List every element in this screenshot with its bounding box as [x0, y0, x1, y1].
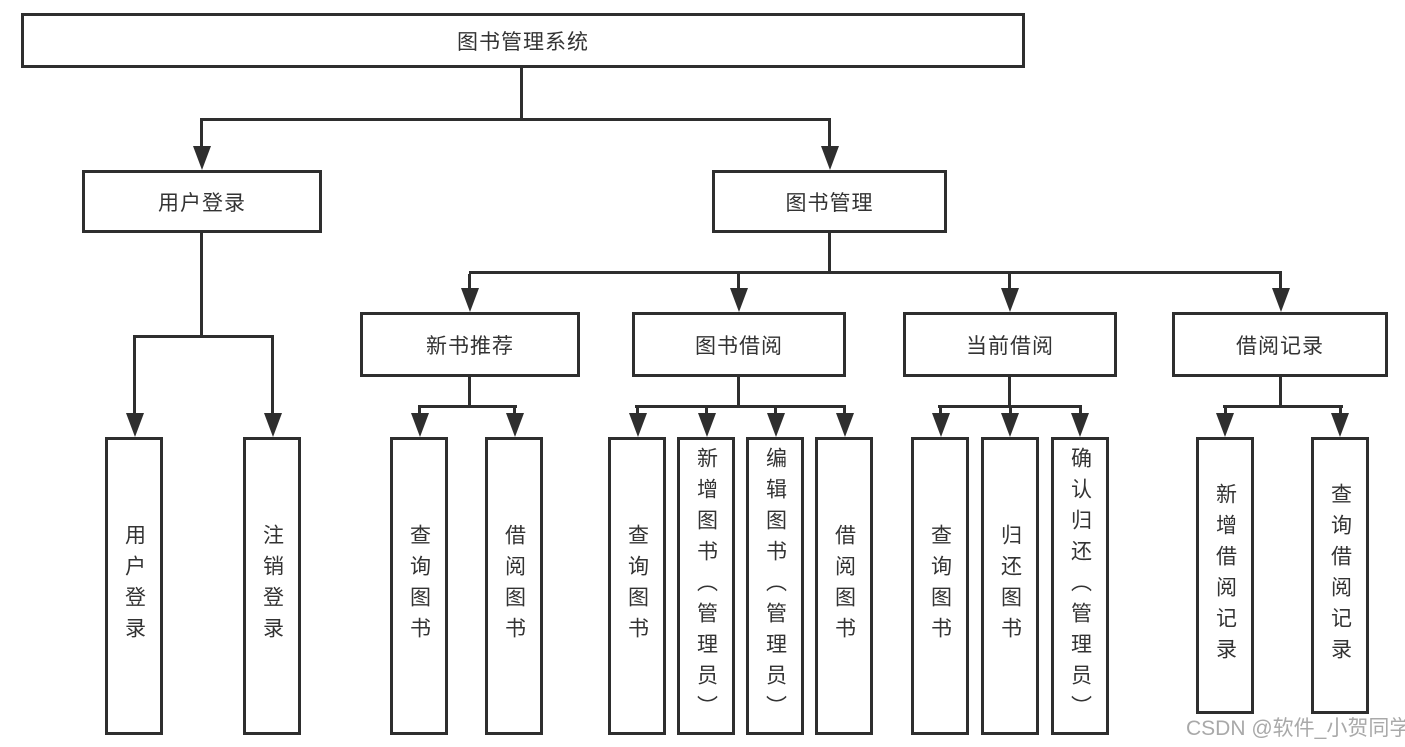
- arrowhead-newbook: [461, 288, 479, 312]
- arrowhead-leaf-c3: [767, 413, 785, 437]
- connector-newbook-hline: [418, 405, 517, 408]
- arrowhead-leaf-e2: [1331, 413, 1349, 437]
- leaf-query-book-3: 查询图书: [911, 437, 969, 735]
- leaf-user-login: 用户登录: [105, 437, 163, 735]
- arrowhead-leaf-e1: [1216, 413, 1234, 437]
- leaf-return-book: 归还图书: [981, 437, 1039, 735]
- arrowhead-current: [1001, 288, 1019, 312]
- connector-borrow-down: [737, 377, 740, 405]
- connector-login-leaf1-stem: [133, 338, 136, 415]
- node-new-book-recommend: 新书推荐: [360, 312, 580, 377]
- arrowhead-login-leaf2: [264, 413, 282, 437]
- watermark: CSDN @软件_小贺同学: [1186, 717, 1405, 740]
- arrowhead-leaf-d3: [1071, 413, 1089, 437]
- leaf-query-book-2: 查询图书: [608, 437, 666, 735]
- arrowhead-records: [1272, 288, 1290, 312]
- connector-l3-stem-3: [1008, 274, 1011, 290]
- node-borrow-records: 借阅记录: [1172, 312, 1388, 377]
- leaf-edit-book-admin: 编辑图书（管理员）: [746, 437, 804, 735]
- node-book-borrow: 图书借阅: [632, 312, 846, 377]
- node-current-borrow: 当前借阅: [903, 312, 1117, 377]
- arrowhead-leaf-c4: [836, 413, 854, 437]
- arrowhead-leaf-b2: [506, 413, 524, 437]
- arrowhead-user-login: [193, 146, 211, 170]
- connector-current-down: [1008, 377, 1011, 405]
- connector-l3-stem-4: [1279, 274, 1282, 290]
- connector-level1-hline: [200, 118, 831, 121]
- connector-borrow-hline: [635, 405, 846, 408]
- arrowhead-leaf-c1: [629, 413, 647, 437]
- connector-user-login-stem: [200, 121, 203, 148]
- leaf-query-borrow-record: 查询借阅记录: [1311, 437, 1369, 714]
- connector-records-hline: [1223, 405, 1343, 408]
- connector-newbook-down: [468, 377, 471, 405]
- connector-user-login-down: [200, 233, 203, 338]
- connector-level3-hline: [469, 271, 1282, 274]
- connector-login-leaf2-stem: [271, 338, 274, 415]
- node-book-management: 图书管理: [712, 170, 947, 233]
- arrowhead-borrow: [730, 288, 748, 312]
- leaf-query-book-1: 查询图书: [390, 437, 448, 735]
- arrowhead-book-mgmt: [821, 146, 839, 170]
- node-user-login: 用户登录: [82, 170, 322, 233]
- connector-root-stem: [520, 68, 523, 121]
- leaf-confirm-return-admin: 确认归还（管理员）: [1051, 437, 1109, 735]
- arrowhead-leaf-c2: [698, 413, 716, 437]
- connector-current-hline: [938, 405, 1082, 408]
- connector-book-mgmt-down: [828, 233, 831, 274]
- leaf-add-borrow-record: 新增借阅记录: [1196, 437, 1254, 714]
- arrowhead-login-leaf1: [126, 413, 144, 437]
- arrowhead-leaf-b1: [411, 413, 429, 437]
- leaf-borrow-book-2: 借阅图书: [815, 437, 873, 735]
- connector-login-group-hline: [133, 335, 274, 338]
- connector-l3-stem-2: [737, 274, 740, 290]
- leaf-logout: 注销登录: [243, 437, 301, 735]
- connector-book-mgmt-stem: [828, 121, 831, 148]
- node-root: 图书管理系统: [21, 13, 1025, 68]
- connector-l3-stem-1: [468, 274, 471, 290]
- arrowhead-leaf-d1: [932, 413, 950, 437]
- connector-records-down: [1279, 377, 1282, 405]
- leaf-add-book-admin: 新增图书（管理员）: [677, 437, 735, 735]
- arrowhead-leaf-d2: [1001, 413, 1019, 437]
- leaf-borrow-book-1: 借阅图书: [485, 437, 543, 735]
